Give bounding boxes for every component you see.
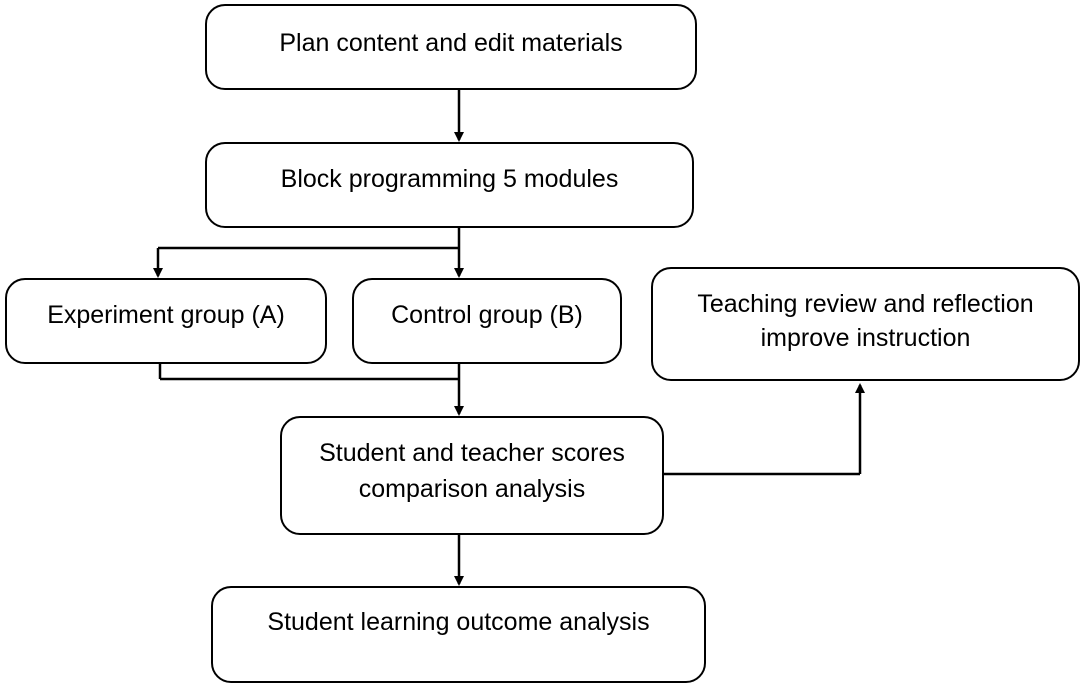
control-group-label: Control group (B): [391, 301, 583, 329]
teaching-review-line1: Teaching review and reflection: [697, 290, 1034, 318]
learning-outcome-box: Student learning outcome analysis: [211, 586, 706, 683]
teaching-review-box: Teaching review and reflection improve i…: [651, 267, 1080, 381]
block-programming-label: Block programming 5 modules: [280, 165, 619, 193]
plan-content-box: Plan content and edit materials: [205, 4, 697, 90]
scores-comparison-line2: comparison analysis: [358, 475, 586, 503]
control-group-box: Control group (B): [352, 278, 622, 364]
teaching-review-line2: improve instruction: [760, 324, 971, 352]
scores-comparison-box: Student and teacher scores comparison an…: [280, 416, 664, 535]
experiment-group-box: Experiment group (A): [5, 278, 327, 364]
scores-comparison-line1: Student and teacher scores: [319, 439, 625, 467]
block-programming-box: Block programming 5 modules: [205, 142, 694, 228]
learning-outcome-label: Student learning outcome analysis: [267, 608, 650, 636]
experiment-group-label: Experiment group (A): [47, 301, 285, 329]
plan-content-label: Plan content and edit materials: [279, 29, 623, 57]
